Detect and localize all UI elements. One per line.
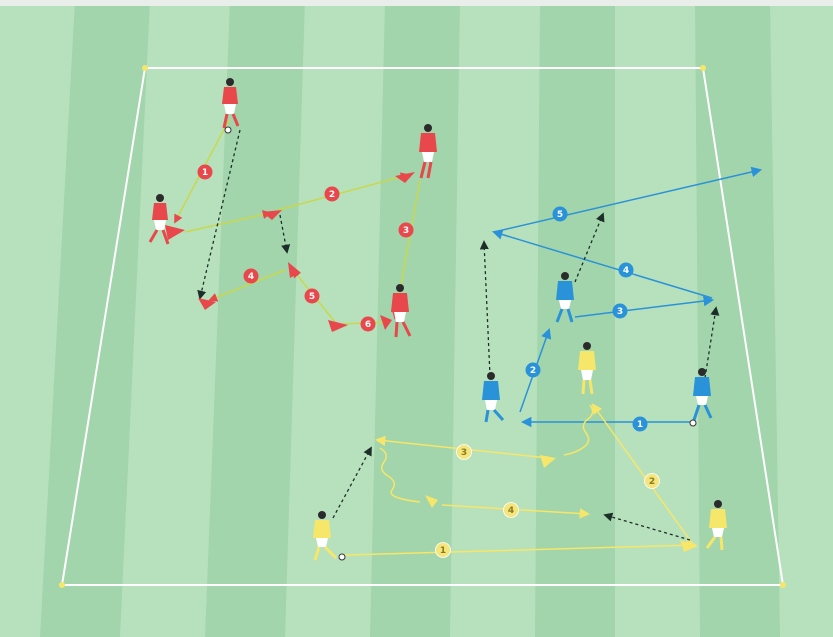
svg-text:4: 4 — [623, 266, 629, 276]
svg-text:5: 5 — [309, 292, 315, 302]
red-badge: 3 — [399, 223, 414, 238]
svg-text:2: 2 — [649, 477, 655, 487]
svg-text:4: 4 — [248, 272, 254, 282]
yellow-badge: 1 — [436, 543, 451, 558]
yellow-badge: 3 — [457, 445, 472, 460]
svg-text:6: 6 — [365, 320, 371, 330]
svg-text:2: 2 — [329, 190, 335, 200]
blue-badge: 4 — [619, 263, 634, 278]
red-badge: 4 — [244, 269, 259, 284]
svg-text:1: 1 — [202, 168, 208, 178]
svg-text:5: 5 — [557, 210, 563, 220]
red-badge: 2 — [325, 187, 340, 202]
red-badge: 1 — [198, 165, 213, 180]
svg-text:1: 1 — [637, 420, 643, 430]
svg-text:4: 4 — [508, 506, 514, 516]
blue-badge: 5 — [553, 207, 568, 222]
svg-text:3: 3 — [617, 307, 623, 317]
svg-text:2: 2 — [530, 366, 536, 376]
red-badge: 5 — [305, 289, 320, 304]
svg-text:3: 3 — [403, 226, 409, 236]
blue-badge: 2 — [526, 363, 541, 378]
blue-badge: 1 — [633, 417, 648, 432]
yellow-badge: 2 — [645, 474, 660, 489]
red-badge: 6 — [361, 317, 376, 332]
svg-text:1: 1 — [440, 546, 446, 556]
svg-text:3: 3 — [461, 448, 467, 458]
yellow-badge: 4 — [504, 503, 519, 518]
blue-badge: 3 — [613, 304, 628, 319]
